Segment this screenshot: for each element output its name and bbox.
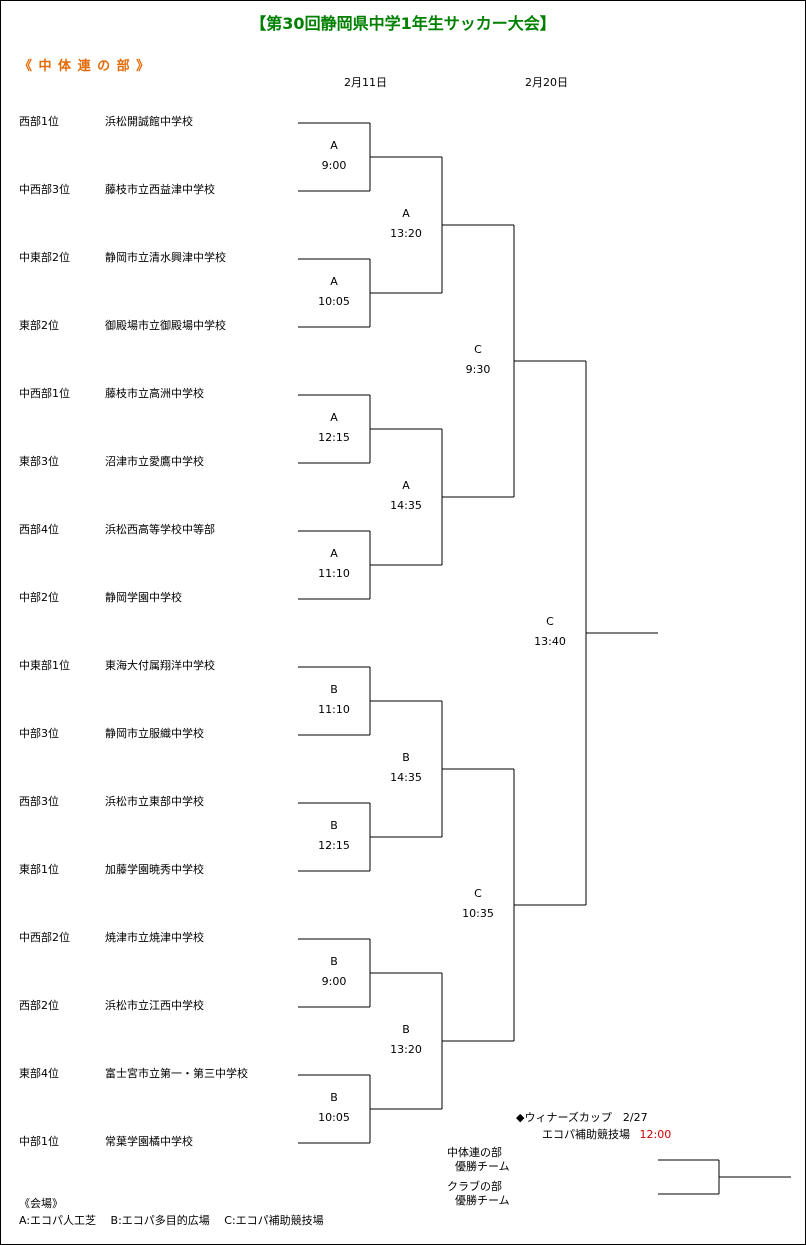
round2-match-4-venue: B [402, 1023, 410, 1036]
round2-match-2: A 14:35 [371, 476, 441, 516]
semifinal-2-time: 10:35 [462, 907, 494, 920]
team-seed: 西部1位 [19, 115, 59, 128]
round1-match-1-time: 9:00 [321, 159, 347, 172]
round1-match-5-time: 11:10 [318, 703, 350, 716]
round1-match-1-venue: A [330, 139, 338, 152]
team-name: 焼津市立焼津中学校 [105, 931, 204, 944]
winners-cup-venue: エコパ補助競技場 [542, 1128, 630, 1141]
round1-match-6-venue: B [330, 819, 338, 832]
team-name: 浜松開誠館中学校 [105, 115, 193, 128]
venue-list: A:エコパ人工芝 B:エコパ多目的広場 C:エコパ補助競技場 [19, 1214, 324, 1227]
round2-match-1: A 13:20 [371, 204, 441, 244]
round1-match-2-venue: A [330, 275, 338, 288]
round1-match-4-time: 11:10 [318, 567, 350, 580]
round1-match-3-time: 12:15 [318, 431, 350, 444]
round2-match-1-venue: A [402, 207, 410, 220]
round1-match-5-venue: B [330, 683, 338, 696]
team-name: 東海大付属翔洋中学校 [105, 659, 215, 672]
round1-match-4-venue: A [330, 547, 338, 560]
round2-match-1-time: 13:20 [390, 227, 422, 240]
team-seed: 中部2位 [19, 591, 59, 604]
final-match-time: 13:40 [534, 635, 566, 648]
round1-match-8: B 10:05 [299, 1088, 369, 1128]
round1-match-6: B 12:15 [299, 816, 369, 856]
team-seed: 中部3位 [19, 727, 59, 740]
team-seed: 中東部2位 [19, 251, 70, 264]
winners-team2-label-2: 優勝チーム [455, 1194, 510, 1207]
winners-cup-time: 12:00 [639, 1128, 672, 1141]
round1-match-7-venue: B [330, 955, 338, 968]
team-name: 静岡市立清水興津中学校 [105, 251, 226, 264]
date-round2: 2月20日 [525, 76, 568, 89]
team-name: 沼津市立愛鷹中学校 [105, 455, 204, 468]
section-heading: 《 中 体 連 の 部 》 [19, 59, 151, 74]
team-name: 浜松西高等学校中等部 [105, 523, 215, 536]
date-round1: 2月11日 [344, 76, 387, 89]
team-name: 加藤学園暁秀中学校 [105, 863, 204, 876]
round2-match-4: B 13:20 [371, 1020, 441, 1060]
round1-match-4: A 11:10 [299, 544, 369, 584]
winners-cup-title: ◆ウィナーズカップ 2/27 [516, 1111, 648, 1124]
round1-match-6-time: 12:15 [318, 839, 350, 852]
team-seed: 東部1位 [19, 863, 59, 876]
round1-match-2: A 10:05 [299, 272, 369, 312]
page-title: 【第30回静岡県中学1年生サッカー大会】 [250, 14, 556, 33]
semifinal-1-time: 9:30 [465, 363, 491, 376]
winners-team1-label-1: 中体連の部 [447, 1146, 502, 1159]
team-seed: 東部3位 [19, 455, 59, 468]
semifinal-2: C 10:35 [443, 884, 513, 924]
semifinal-2-venue: C [474, 887, 482, 900]
round2-match-2-time: 14:35 [390, 499, 422, 512]
winners-team1-label-2: 優勝チーム [455, 1160, 510, 1173]
final-match-venue: C [546, 615, 554, 628]
round2-match-3: B 14:35 [371, 748, 441, 788]
round1-match-1: A 9:00 [299, 136, 369, 176]
team-seed: 東部4位 [19, 1067, 59, 1080]
team-seed: 西部3位 [19, 795, 59, 808]
team-name: 浜松市立東部中学校 [105, 795, 204, 808]
winners-cup-venue-line: エコパ補助競技場 12:00 [542, 1128, 671, 1142]
round1-match-7-time: 9:00 [321, 975, 347, 988]
team-seed: 中部1位 [19, 1135, 59, 1148]
team-name: 静岡学園中学校 [105, 591, 182, 604]
semifinal-1: C 9:30 [443, 340, 513, 380]
team-seed: 中西部1位 [19, 387, 70, 400]
team-name: 御殿場市立御殿場中学校 [105, 319, 226, 332]
round2-match-4-time: 13:20 [390, 1043, 422, 1056]
team-name: 富士宮市立第一・第三中学校 [105, 1067, 248, 1080]
final-match: C 13:40 [515, 612, 585, 652]
team-seed: 西部2位 [19, 999, 59, 1012]
team-seed: 中東部1位 [19, 659, 70, 672]
winners-team2-label-1: クラブの部 [447, 1180, 502, 1193]
venue-heading: 《会場》 [19, 1197, 63, 1210]
round1-match-3: A 12:15 [299, 408, 369, 448]
team-seed: 東部2位 [19, 319, 59, 332]
team-name: 浜松市立江西中学校 [105, 999, 204, 1012]
round1-match-5: B 11:10 [299, 680, 369, 720]
round1-match-7: B 9:00 [299, 952, 369, 992]
team-name: 静岡市立服織中学校 [105, 727, 204, 740]
team-seed: 中西部2位 [19, 931, 70, 944]
team-name: 藤枝市立高洲中学校 [105, 387, 204, 400]
round1-match-2-time: 10:05 [318, 295, 350, 308]
round2-match-3-venue: B [402, 751, 410, 764]
round2-match-3-time: 14:35 [390, 771, 422, 784]
semifinal-1-venue: C [474, 343, 482, 356]
round1-match-8-time: 10:05 [318, 1111, 350, 1124]
team-name: 藤枝市立西益津中学校 [105, 183, 215, 196]
team-seed: 西部4位 [19, 523, 59, 536]
team-name: 常葉学園橘中学校 [105, 1135, 193, 1148]
round2-match-2-venue: A [402, 479, 410, 492]
round1-match-8-venue: B [330, 1091, 338, 1104]
team-seed: 中西部3位 [19, 183, 70, 196]
round1-match-3-venue: A [330, 411, 338, 424]
